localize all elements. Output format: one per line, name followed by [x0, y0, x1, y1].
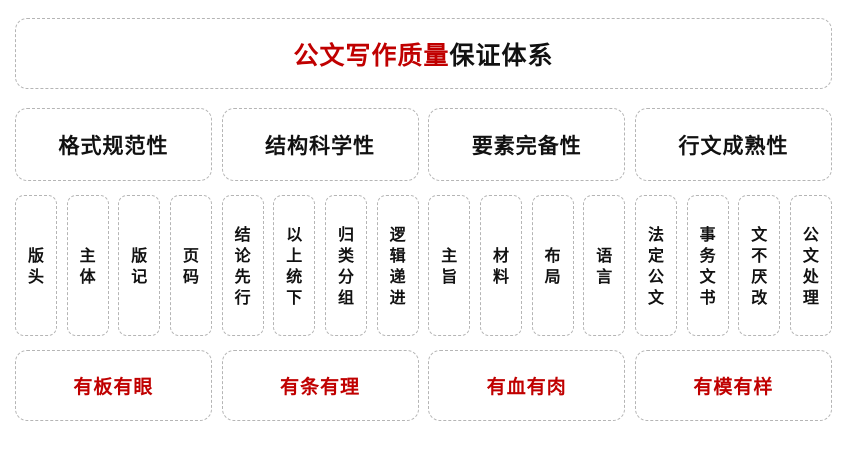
motto-box: 有模有样: [634, 350, 832, 421]
item-box: 页码: [169, 195, 212, 336]
item-label: 公文处理: [802, 224, 819, 307]
item-group: 法定公文 事务文书 文不厌改 公文处理: [634, 195, 832, 336]
item-box: 版头: [15, 195, 57, 336]
title-rest: 保证体系: [449, 40, 554, 70]
item-label: 页码: [182, 245, 199, 286]
motto-box: 有板有眼: [15, 350, 212, 421]
item-box: 事务文书: [686, 195, 729, 336]
item-box: 逻辑递进: [376, 195, 419, 336]
item-box: 布局: [531, 195, 574, 336]
category-box: 格式规范性: [15, 108, 212, 181]
item-box: 主体: [66, 195, 109, 336]
diagram-title-box: 公文写作质量保证体系: [15, 18, 832, 89]
motto-row: 有板有眼有条有理有血有肉有模有样: [15, 350, 832, 421]
item-label: 事务文书: [699, 224, 716, 307]
item-group: 主旨材料布局语言: [428, 195, 626, 336]
title-highlight: 公文写作质量: [293, 40, 450, 70]
motto-box: 有条有理: [221, 350, 419, 421]
item-box: 语言: [583, 195, 626, 336]
item-group: 版头主体版记页码: [15, 195, 212, 336]
category-box: 结构科学性: [221, 108, 419, 181]
item-box: 以上统下: [273, 195, 316, 336]
item-box: 结论先行: [221, 195, 264, 336]
item-label: 结论先行: [234, 224, 251, 307]
item-label: 归类分组: [337, 224, 354, 307]
item-label: 主体: [79, 245, 96, 286]
category-row: 格式规范性结构科学性要素完备性行文成熟性: [15, 108, 832, 181]
item-label: 版记: [131, 245, 148, 286]
item-label: 主旨: [441, 245, 458, 286]
item-group: 结论先行 以上统下 归类分组 逻辑递进: [221, 195, 419, 336]
item-box: 主旨: [428, 195, 471, 336]
category-box: 行文成熟性: [634, 108, 832, 181]
item-label: 布局: [544, 245, 561, 286]
item-box: 归类分组: [324, 195, 367, 336]
item-box: 材料: [479, 195, 522, 336]
item-label: 材料: [492, 245, 509, 286]
item-label: 以上统下: [286, 224, 303, 307]
item-label: 文不厌改: [751, 224, 768, 307]
category-box: 要素完备性: [428, 108, 626, 181]
item-label: 逻辑递进: [389, 224, 406, 307]
item-label: 法定公文: [647, 224, 664, 307]
item-row: 版头主体版记页码 结论先行 以上统下 归类分组 逻辑递进 主旨材料布局语言 法定公文 事务文书…: [15, 195, 832, 336]
item-box: 法定公文: [634, 195, 677, 336]
item-box: 文不厌改: [738, 195, 781, 336]
item-label: 语言: [596, 245, 613, 286]
item-box: 版记: [118, 195, 161, 336]
item-label: 版头: [27, 245, 44, 286]
motto-box: 有血有肉: [428, 350, 626, 421]
item-box: 公文处理: [789, 195, 832, 336]
